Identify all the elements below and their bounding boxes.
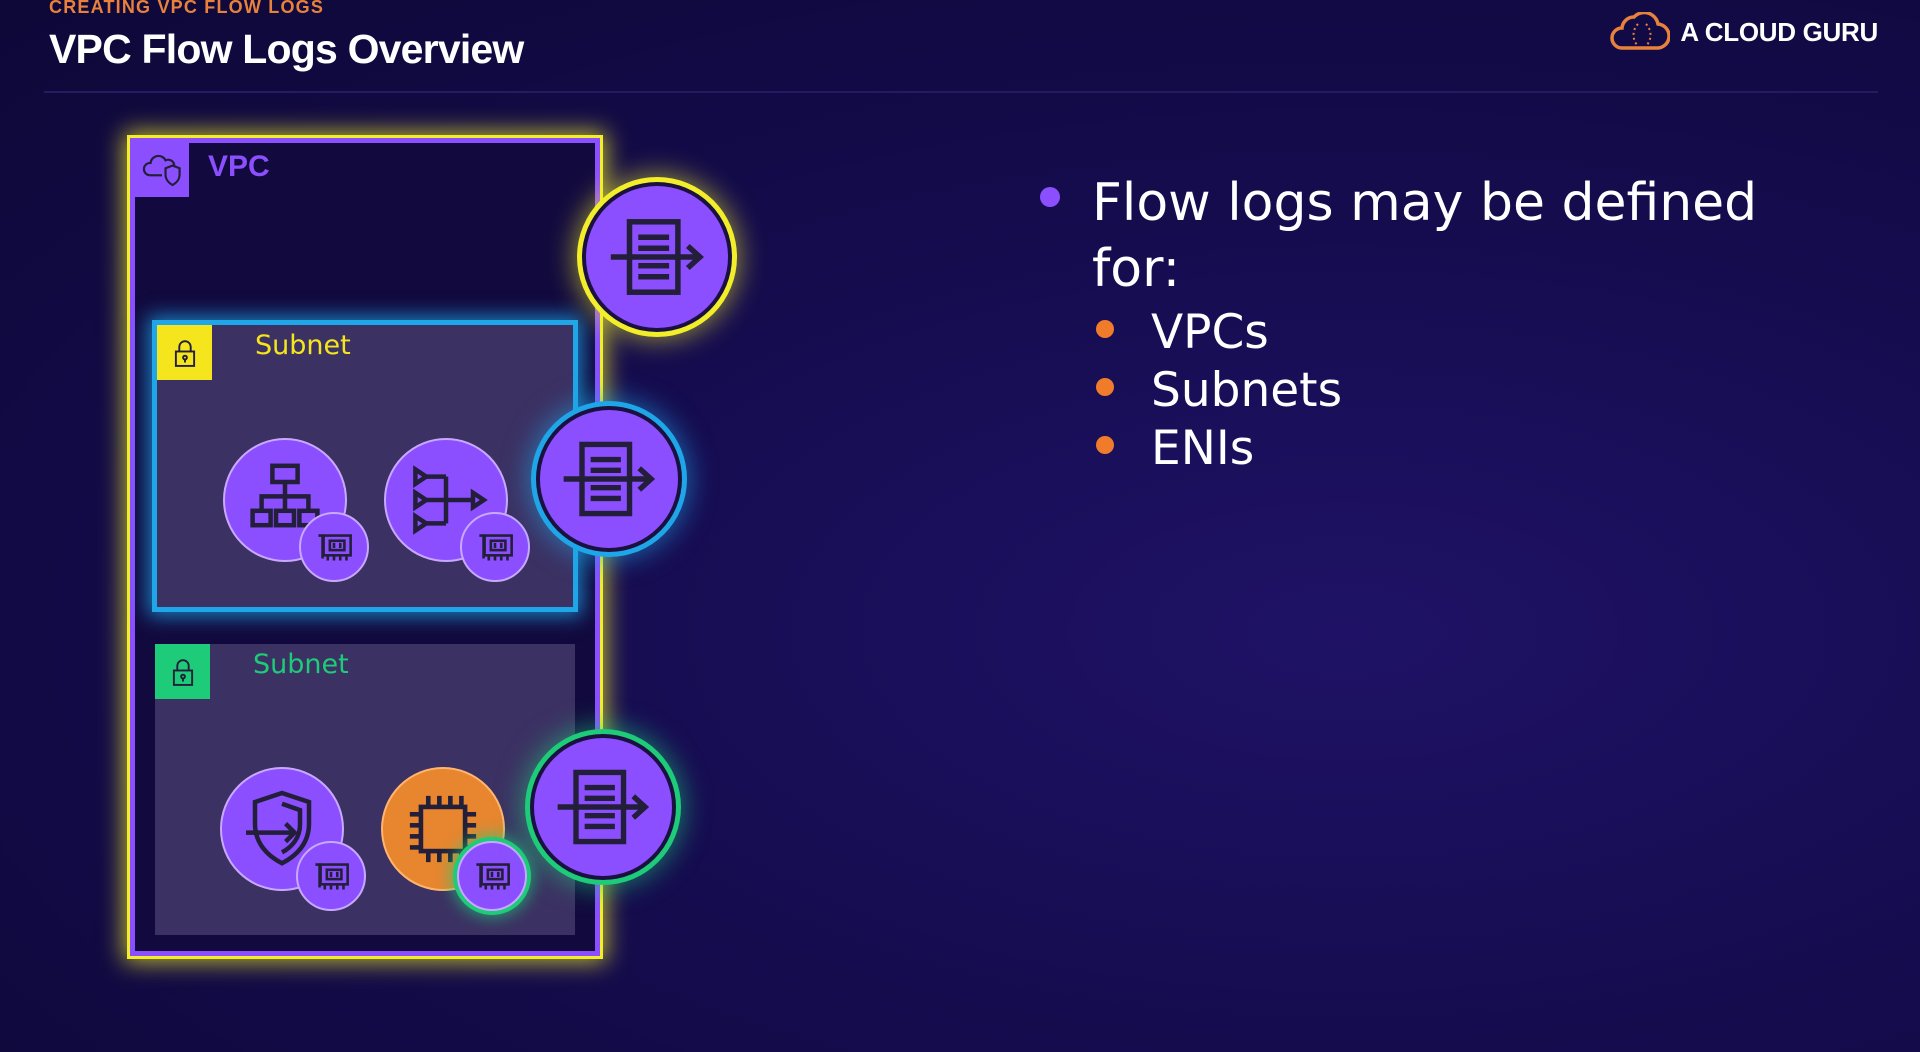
header-divider xyxy=(44,91,1878,93)
sub-bullet-item: VPCs xyxy=(1096,306,1860,364)
sub-bullet-dot xyxy=(1096,378,1114,396)
subnet-label: Subnet xyxy=(253,649,349,680)
lock-icon xyxy=(155,644,210,699)
bullet-dot xyxy=(1040,187,1060,207)
sub-bullet-item: ENIs xyxy=(1096,422,1860,480)
vpc-label: VPC xyxy=(208,150,270,183)
sub-bullet-list: VPCs Subnets ENIs xyxy=(1040,306,1860,480)
vpc-container: VPC Subnet xyxy=(130,138,600,956)
eni-icon xyxy=(460,512,530,582)
bullet-text: Flow logs may be defined for: xyxy=(1092,173,1758,299)
sub-bullet-dot xyxy=(1096,320,1114,338)
sub-bullet-text: Subnets xyxy=(1151,363,1343,418)
sub-bullet-text: ENIs xyxy=(1151,421,1255,476)
vpc-cloud-shield-icon xyxy=(135,143,189,197)
eni-icon xyxy=(457,841,527,911)
flow-log-icon xyxy=(540,410,678,548)
subnet-private: Subnet xyxy=(155,644,575,935)
bullet-item: Flow logs may be defined for: xyxy=(1040,170,1860,302)
page-title: VPC Flow Logs Overview xyxy=(49,26,524,72)
eni-icon xyxy=(296,841,366,911)
brand-logo: A CLOUD GURU xyxy=(1608,10,1878,54)
cloud-logo-icon xyxy=(1610,12,1671,50)
flow-log-icon xyxy=(586,186,728,328)
flow-log-icon xyxy=(534,738,672,876)
subnet-label: Subnet xyxy=(255,330,351,361)
sub-bullet-item: Subnets xyxy=(1096,364,1860,422)
subnet-public: Subnet xyxy=(152,320,578,612)
lock-icon xyxy=(157,325,212,380)
section-eyebrow: CREATING VPC FLOW LOGS xyxy=(49,0,325,17)
sub-bullet-text: VPCs xyxy=(1151,305,1269,360)
sub-bullet-dot xyxy=(1096,436,1114,454)
brand-name: A CLOUD GURU xyxy=(1680,16,1878,47)
bullet-list: Flow logs may be defined for: VPCs Subne… xyxy=(1040,170,1860,480)
eni-icon xyxy=(299,512,369,582)
